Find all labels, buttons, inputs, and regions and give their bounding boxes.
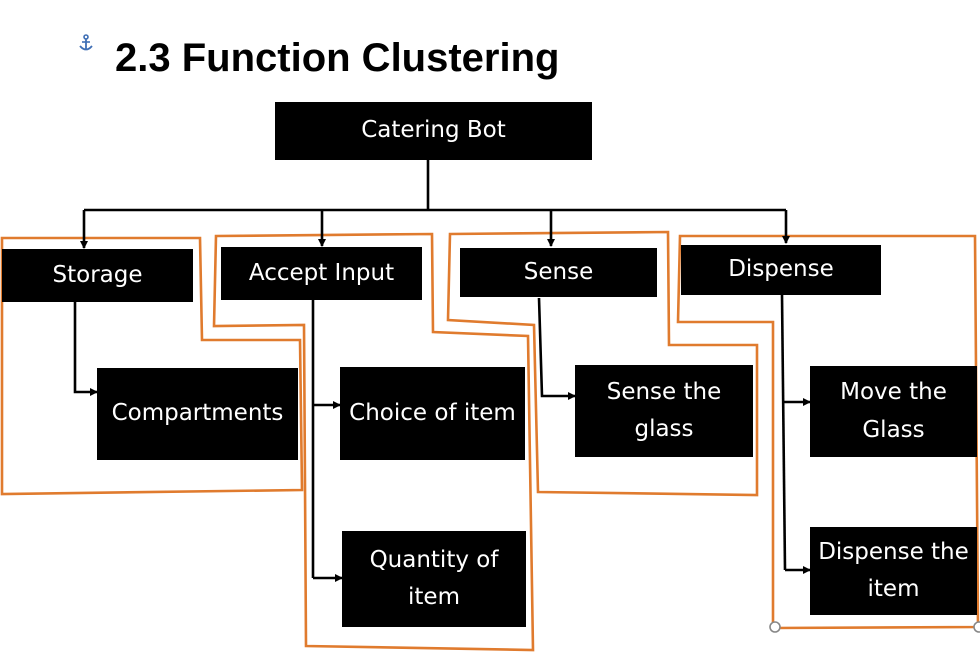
cluster-outline-sense (446, 230, 759, 497)
cluster-node-storage: Storage (2, 249, 193, 302)
cluster-outline-storage (0, 236, 304, 496)
connector (537, 297, 576, 400)
root-node: Catering Bot (275, 102, 592, 160)
child-node-dispense-the-item: Dispense the item (810, 527, 977, 615)
child-node-move-the-glass: Move the Glass (810, 366, 977, 457)
selection-handle (769, 621, 781, 633)
child-node-sense-the-glass: Sense the glass (575, 365, 753, 457)
child-node-quantity-of-item: Quantity of item (342, 531, 526, 627)
connector (780, 294, 787, 571)
cluster-node-dispense: Dispense (681, 245, 881, 295)
cluster-node-accept-input: Accept Input (221, 247, 422, 300)
anchor-icon[interactable] (77, 34, 95, 54)
connector (73, 301, 98, 396)
slide-title: 2.3 Function Clustering (115, 36, 560, 80)
selection-handle (973, 621, 980, 633)
cluster-node-sense: Sense (460, 248, 657, 297)
child-node-choice-of-item: Choice of item (340, 367, 525, 460)
child-node-compartments: Compartments (97, 368, 298, 460)
cluster-outline-accept-input (212, 232, 535, 652)
